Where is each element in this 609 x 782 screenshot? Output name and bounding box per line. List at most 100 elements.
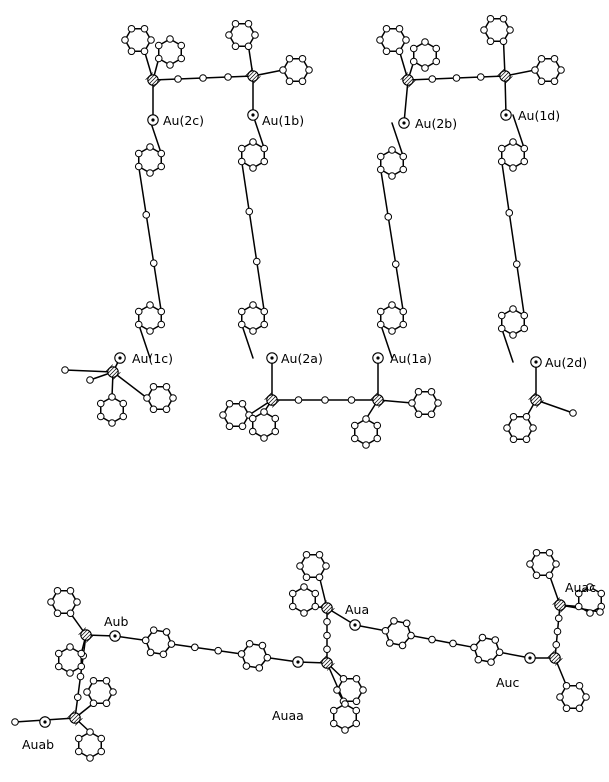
ring-carbon-atom [134, 162, 143, 171]
ring-carbon-atom [532, 548, 541, 557]
phosphorus-atom [145, 72, 161, 88]
chain-bond [455, 76, 482, 79]
chain-bond [248, 210, 258, 263]
methyl-carbon-atom [11, 718, 19, 726]
ring-carbon-atom [260, 434, 268, 442]
ring-carbon-atom [140, 24, 149, 33]
ring-carbon-atom [147, 36, 155, 44]
chain-bond [145, 214, 155, 264]
ring-carbon-atom [509, 331, 517, 339]
ring-carbon-atom [586, 583, 594, 591]
chain-carbon-atom [391, 260, 400, 268]
ring-carbon-atom [149, 382, 158, 391]
ring-carbon-atom [288, 602, 297, 611]
ring-carbon-atom [376, 307, 385, 316]
ring-carbon-atom [134, 307, 143, 316]
ring-carbon-atom [74, 747, 83, 756]
phenyl-bond [112, 371, 148, 399]
ring-carbon-atom [427, 410, 436, 419]
gold-atom-auc [524, 652, 536, 664]
ring-carbon-atom [333, 686, 341, 694]
ring-carbon-atom [509, 164, 517, 172]
chain-carbon-atom [73, 693, 82, 702]
ring-carbon-atom [237, 157, 246, 166]
ring-carbon-atom [373, 434, 382, 443]
ring-carbon-atom [159, 650, 168, 659]
ring-carbon-atom [108, 419, 116, 427]
chain-bond [387, 216, 397, 265]
ring-carbon-atom [83, 688, 91, 696]
ring-carbon-atom [350, 421, 359, 430]
ring-carbon-atom [341, 700, 349, 708]
ring-carbon-atom [395, 24, 404, 33]
chain-carbon-atom [428, 635, 436, 644]
ring-carbon-atom [388, 172, 396, 180]
chain-bond [202, 76, 229, 79]
ring-carbon-atom [503, 424, 511, 432]
methyl-carbon-atom [61, 366, 69, 374]
chain-carbon-atom [321, 396, 329, 404]
ring-carbon-atom [414, 410, 423, 419]
ring-carbon-atom [509, 412, 518, 421]
ring-carbon-atom [586, 609, 594, 617]
ring-carbon-atom [157, 162, 166, 171]
ring-carbon-atom [402, 36, 410, 44]
chain-carbon-atom [476, 73, 485, 81]
ring-carbon-atom [506, 26, 514, 34]
ring-carbon-atom [167, 640, 176, 648]
ring-carbon-atom [146, 301, 154, 309]
ring-carbon-atom [86, 754, 94, 762]
chain-carbon-atom [512, 260, 521, 268]
ring-carbon-atom [66, 643, 74, 651]
ring-carbon-atom [329, 719, 338, 728]
ring-carbon-atom [89, 676, 98, 685]
ring-carbon-atom [225, 422, 234, 431]
ring-carbon-atom [162, 405, 171, 414]
ring-carbon-atom [552, 560, 560, 568]
ring-carbon-atom [77, 649, 86, 658]
ring-carbon-atom [157, 320, 166, 329]
ring-carbon-atom [545, 571, 554, 580]
chain-carbon-atom [214, 646, 222, 655]
chain-carbon-atom [191, 643, 199, 652]
ring-carbon-atom [177, 41, 186, 50]
ring-carbon-atom [427, 387, 436, 396]
ring-carbon-atom [388, 301, 396, 309]
ring-carbon-atom [157, 149, 166, 158]
ring-carbon-atom [520, 324, 529, 333]
label-auab: Auab [22, 737, 54, 752]
ring-carbon-atom [149, 405, 158, 414]
label-au-1a: Au(1a) [390, 351, 432, 366]
ring-carbon-atom [97, 747, 106, 756]
au-p-bond [403, 79, 409, 124]
ring-carbon-atom [562, 704, 571, 713]
ring-carbon-atom [574, 602, 583, 611]
ring-carbon-atom [249, 301, 257, 309]
chain-bond [535, 399, 574, 414]
ring-carbon-atom [315, 573, 324, 582]
ring-carbon-atom [311, 602, 320, 611]
phosphorus-atom [78, 627, 94, 643]
ring-carbon-atom [140, 47, 149, 56]
ring-carbon-atom [352, 674, 361, 683]
ring-carbon-atom [54, 649, 63, 658]
label-auc: Auc [496, 675, 519, 690]
chain-carbon-atom [224, 73, 232, 81]
ring-carbon-atom [77, 662, 86, 671]
gold-atom-au-2d [530, 356, 542, 368]
chain-bond [431, 77, 458, 80]
ring-carbon-atom [146, 143, 154, 151]
ring-carbon-atom [486, 14, 495, 23]
ring-carbon-atom [509, 305, 517, 313]
ring-carbon-atom [329, 706, 338, 715]
phosphorus-atom [552, 597, 568, 613]
chain-carbon-atom [76, 672, 85, 681]
ring-carbon-atom [237, 320, 246, 329]
ring-carbon-atom [127, 47, 136, 56]
ring-carbon-atom [432, 57, 441, 66]
ring-carbon-atom [537, 77, 546, 86]
ring-carbon-atom [382, 24, 391, 33]
ring-carbon-atom [381, 626, 390, 635]
gold-atom-au-1b [247, 109, 259, 121]
